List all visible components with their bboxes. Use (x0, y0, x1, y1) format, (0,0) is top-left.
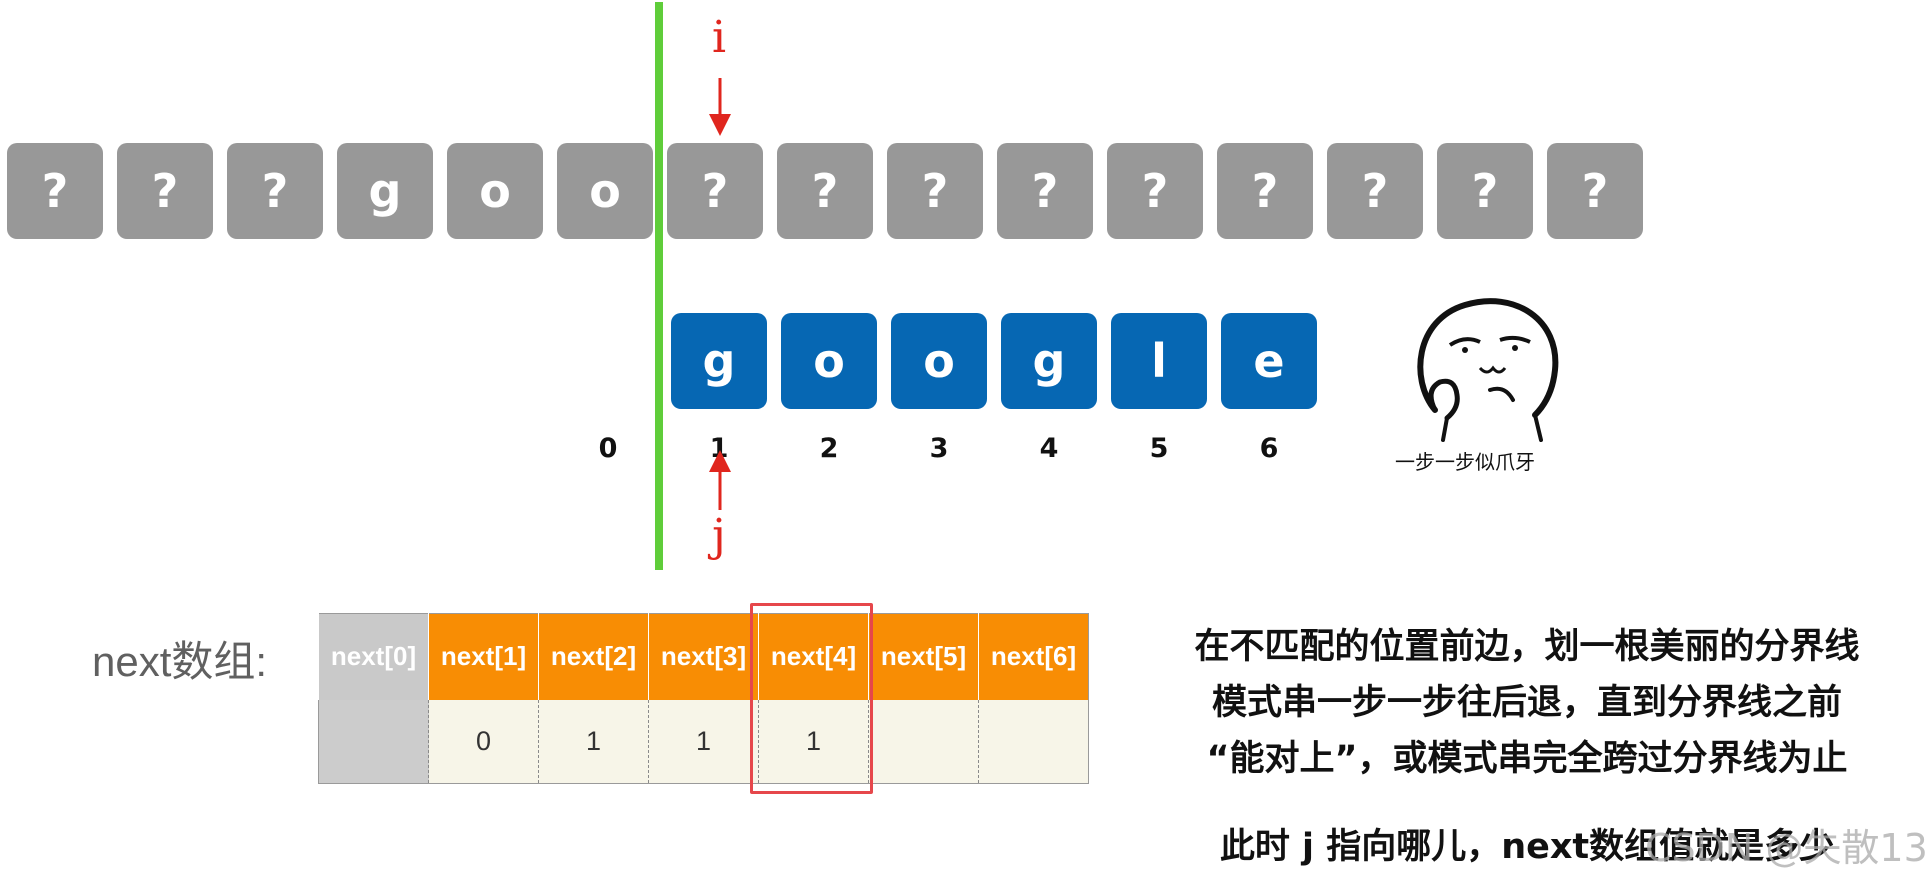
next-header-cell: next[6] (978, 613, 1089, 700)
next-header-cell: next[3] (648, 613, 759, 700)
next-header-cell: next[1] (428, 613, 539, 700)
index-label: 0 (598, 433, 618, 464)
text-char-box: ? (1217, 143, 1313, 239)
text-char-box: o (557, 143, 653, 239)
text-char-box: o (447, 143, 543, 239)
next-array-table: next[0] next[1] next[2] next[3] next[4] … (318, 613, 1089, 784)
pattern-char-box: g (671, 313, 767, 409)
next-header-cell: next[4] (758, 613, 869, 700)
explanation-line: “能对上”，或模式串完全跨过分界线为止 (1206, 739, 1848, 779)
text-char-box: ? (667, 143, 763, 239)
boundary-line (655, 2, 663, 570)
index-label: 6 (1259, 433, 1279, 464)
explanation-line: 模式串一步一步往后退，直到分界线之前 (1211, 683, 1842, 723)
down-arrow-icon (709, 78, 731, 136)
text-char-box: ? (997, 143, 1093, 239)
pattern-char-box: l (1111, 313, 1207, 409)
up-arrow-icon (709, 450, 731, 510)
next-value-cell: 0 (428, 699, 539, 784)
pointer-i-label: i (711, 12, 727, 63)
pattern-char-box: o (781, 313, 877, 409)
next-value-cell (318, 699, 429, 784)
text-char-box: ? (1327, 143, 1423, 239)
next-header-cell: next[0] (318, 613, 429, 700)
next-header-cell: next[2] (538, 613, 649, 700)
next-highlight-box (750, 603, 873, 794)
next-header-cell: next[5] (868, 613, 979, 700)
pattern-char-box: o (891, 313, 987, 409)
text-char-box: ? (7, 143, 103, 239)
meme-character-icon (1417, 298, 1559, 442)
next-value-cell: 1 (758, 699, 869, 784)
text-char-box: ? (777, 143, 873, 239)
text-char-box: ? (117, 143, 213, 239)
next-value-row: 0 1 1 1 (318, 699, 1089, 784)
index-label: 5 (1149, 433, 1169, 464)
index-label: 3 (929, 433, 949, 464)
meme-caption: 一步一步似爪牙 (1395, 450, 1535, 474)
text-char-box: ? (887, 143, 983, 239)
text-char-box: g (337, 143, 433, 239)
next-header-row: next[0] next[1] next[2] next[3] next[4] … (318, 613, 1089, 700)
text-char-box: ? (227, 143, 323, 239)
index-label: 2 (819, 433, 839, 464)
index-label: 4 (1039, 433, 1059, 464)
next-array-label: next数组: (92, 638, 268, 685)
index-label: 1 (709, 433, 729, 464)
next-value-cell (978, 699, 1089, 784)
pointer-j-label: j (712, 510, 726, 561)
question-text: 此时 j 指向哪儿，next数组值就是多少 (1219, 827, 1835, 867)
next-value-cell: 1 (538, 699, 649, 784)
text-char-box: ? (1107, 143, 1203, 239)
watermark: CSDN @失散13 (1645, 826, 1928, 870)
pattern-char-box: g (1001, 313, 1097, 409)
text-char-box: ? (1547, 143, 1643, 239)
text-char-box: ? (1437, 143, 1533, 239)
next-value-cell (868, 699, 979, 784)
pattern-char-box: e (1221, 313, 1317, 409)
next-value-cell: 1 (648, 699, 759, 784)
explanation-line: 在不匹配的位置前边，划一根美丽的分界线 (1194, 627, 1860, 667)
